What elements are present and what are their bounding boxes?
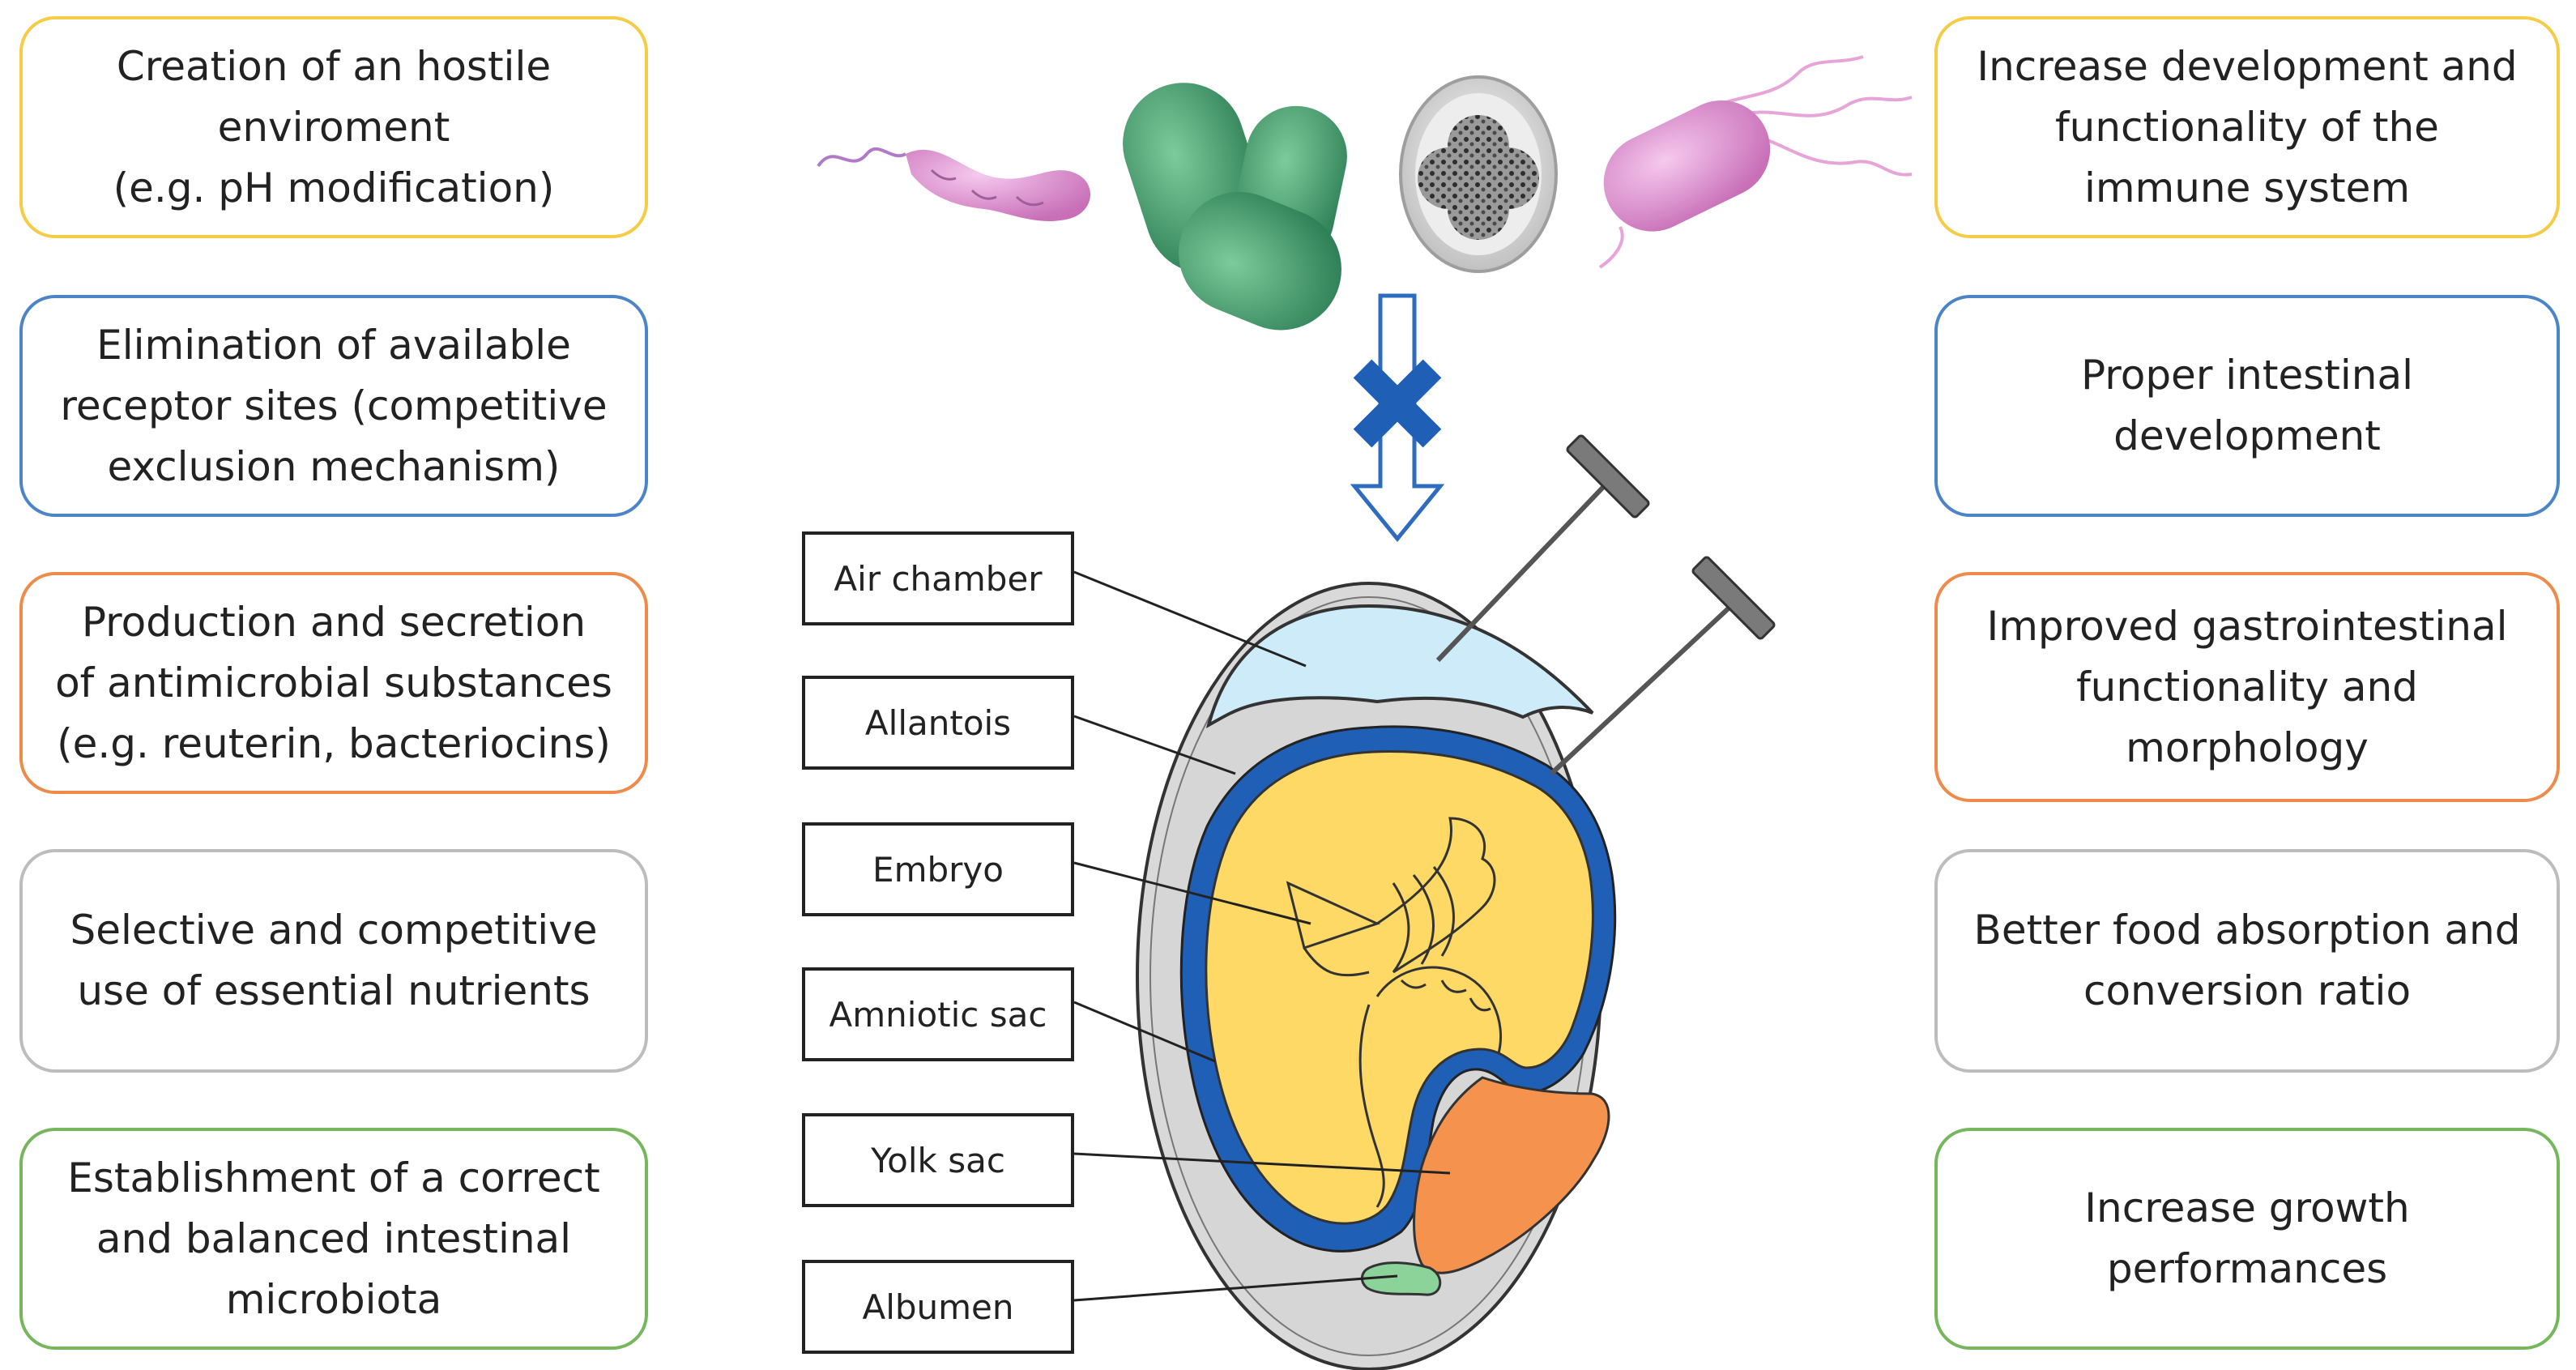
blocked-arrow-icon bbox=[1350, 293, 1445, 542]
label-embryo: Embryo bbox=[802, 822, 1074, 916]
flagellated-bacterium-icon bbox=[1598, 55, 1913, 269]
injection-needle-icon bbox=[1549, 556, 1776, 776]
mechanism-box-essential-nutrients: Selective and competitive use of essenti… bbox=[19, 849, 648, 1073]
mechanism-box-antimicrobial-substances: Production and secretion of antimicrobia… bbox=[19, 572, 648, 794]
benefit-box-gastrointestinal-functionality: Improved gastrointestinal functionality … bbox=[1934, 572, 2560, 802]
injection-needle-icon bbox=[1435, 434, 1650, 663]
mechanism-box-hostile-environment: Creation of an hostile enviroment (e.g. … bbox=[19, 16, 648, 238]
benefit-box-growth-performances: Increase growth performances bbox=[1934, 1128, 2560, 1350]
benefit-box-immune-system: Increase development and functionality o… bbox=[1934, 16, 2560, 238]
label-allantois: Allantois bbox=[802, 676, 1074, 770]
bacilli-cluster-icon bbox=[1123, 83, 1347, 331]
label-air-chamber: Air chamber bbox=[802, 531, 1074, 625]
label-amniotic-sac: Amniotic sac bbox=[802, 967, 1074, 1061]
embryo-detail bbox=[1286, 817, 1503, 1208]
coccus-colony-icon bbox=[1399, 75, 1558, 273]
benefit-box-intestinal-development: Proper intestinal development bbox=[1934, 295, 2560, 517]
spiral-bacterium-icon bbox=[817, 147, 1091, 221]
label-yolk-sac: Yolk sac bbox=[802, 1113, 1074, 1207]
label-leader-lines bbox=[1073, 570, 1451, 1302]
mechanism-box-balanced-microbiota: Establishment of a correct and balanced … bbox=[19, 1128, 648, 1350]
benefit-box-food-absorption: Better food absorption and conversion ra… bbox=[1934, 849, 2560, 1073]
label-albumen: Albumen bbox=[802, 1260, 1074, 1354]
mechanism-box-competitive-exclusion: Elimination of available receptor sites … bbox=[19, 295, 648, 517]
